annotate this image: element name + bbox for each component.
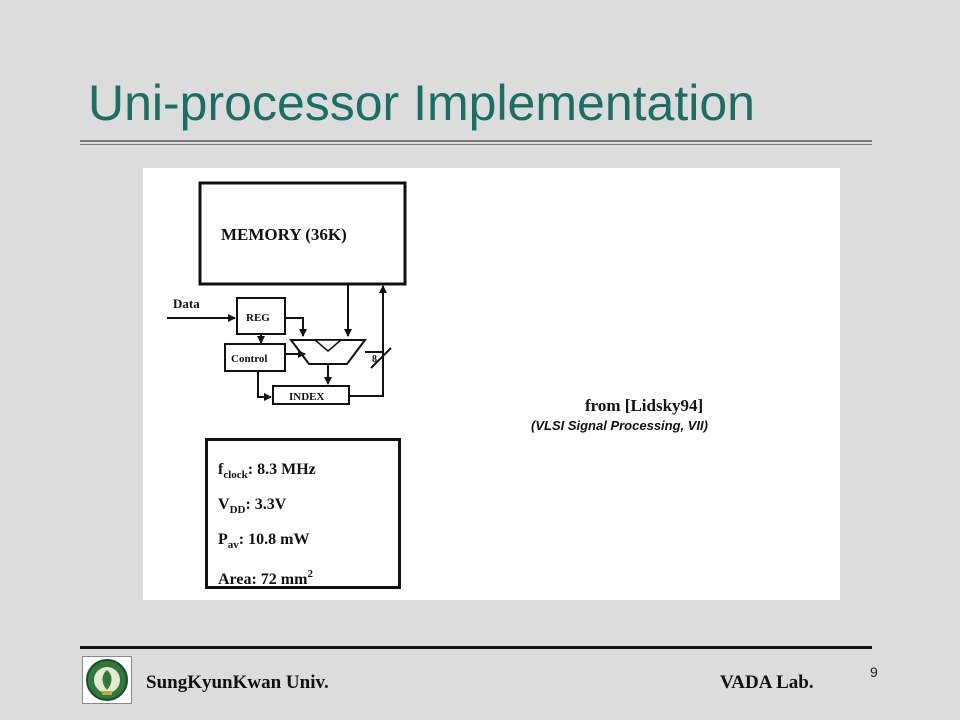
citation-source: from [Lidsky94] bbox=[585, 396, 704, 415]
reg-to-comparator-arrow bbox=[285, 317, 307, 337]
control-to-index-arrow bbox=[257, 371, 272, 401]
block-diagram: MEMORY (36K) Data REG Control 8 INDEX bbox=[167, 181, 407, 405]
emblem-icon bbox=[86, 659, 128, 701]
reg-label: REG bbox=[246, 312, 270, 324]
title-underline bbox=[80, 140, 872, 145]
footer-university: SungKyunKwan Univ. bbox=[146, 672, 329, 693]
footer-rule bbox=[80, 646, 872, 649]
university-logo bbox=[82, 656, 132, 704]
memory-block bbox=[198, 181, 407, 286]
spec-vdd: VDD: 3.3V bbox=[218, 496, 287, 516]
block-diagram-figure: MEMORY (36K) Data REG Control 8 INDEX bbox=[143, 168, 840, 600]
data-input-label: Data bbox=[173, 296, 200, 311]
bus-width-label: 8 bbox=[372, 354, 377, 365]
index-label: INDEX bbox=[289, 391, 325, 403]
page-number: 9 bbox=[870, 664, 878, 680]
citation: from [Lidsky94] (VLSI Signal Processing,… bbox=[531, 396, 831, 433]
footer-lab: VADA Lab. bbox=[720, 672, 814, 693]
spec-box: fclock: 8.3 MHz VDD: 3.3V Pav: 10.8 mW A… bbox=[205, 438, 401, 589]
citation-publication: (VLSI Signal Processing, VII) bbox=[531, 418, 708, 433]
spec-pav: Pav: 10.8 mW bbox=[218, 531, 310, 551]
control-block bbox=[224, 343, 286, 372]
control-label: Control bbox=[231, 353, 267, 365]
slide-title: Uni-processor Implementation bbox=[88, 75, 755, 131]
comparator-to-memory-arrow bbox=[365, 285, 387, 353]
spec-fclock: fclock: 8.3 MHz bbox=[218, 461, 316, 481]
spec-area: Area: 72 mm2 bbox=[218, 568, 313, 588]
memory-label: MEMORY (36K) bbox=[221, 225, 347, 244]
index-to-memory-line bbox=[349, 352, 384, 397]
